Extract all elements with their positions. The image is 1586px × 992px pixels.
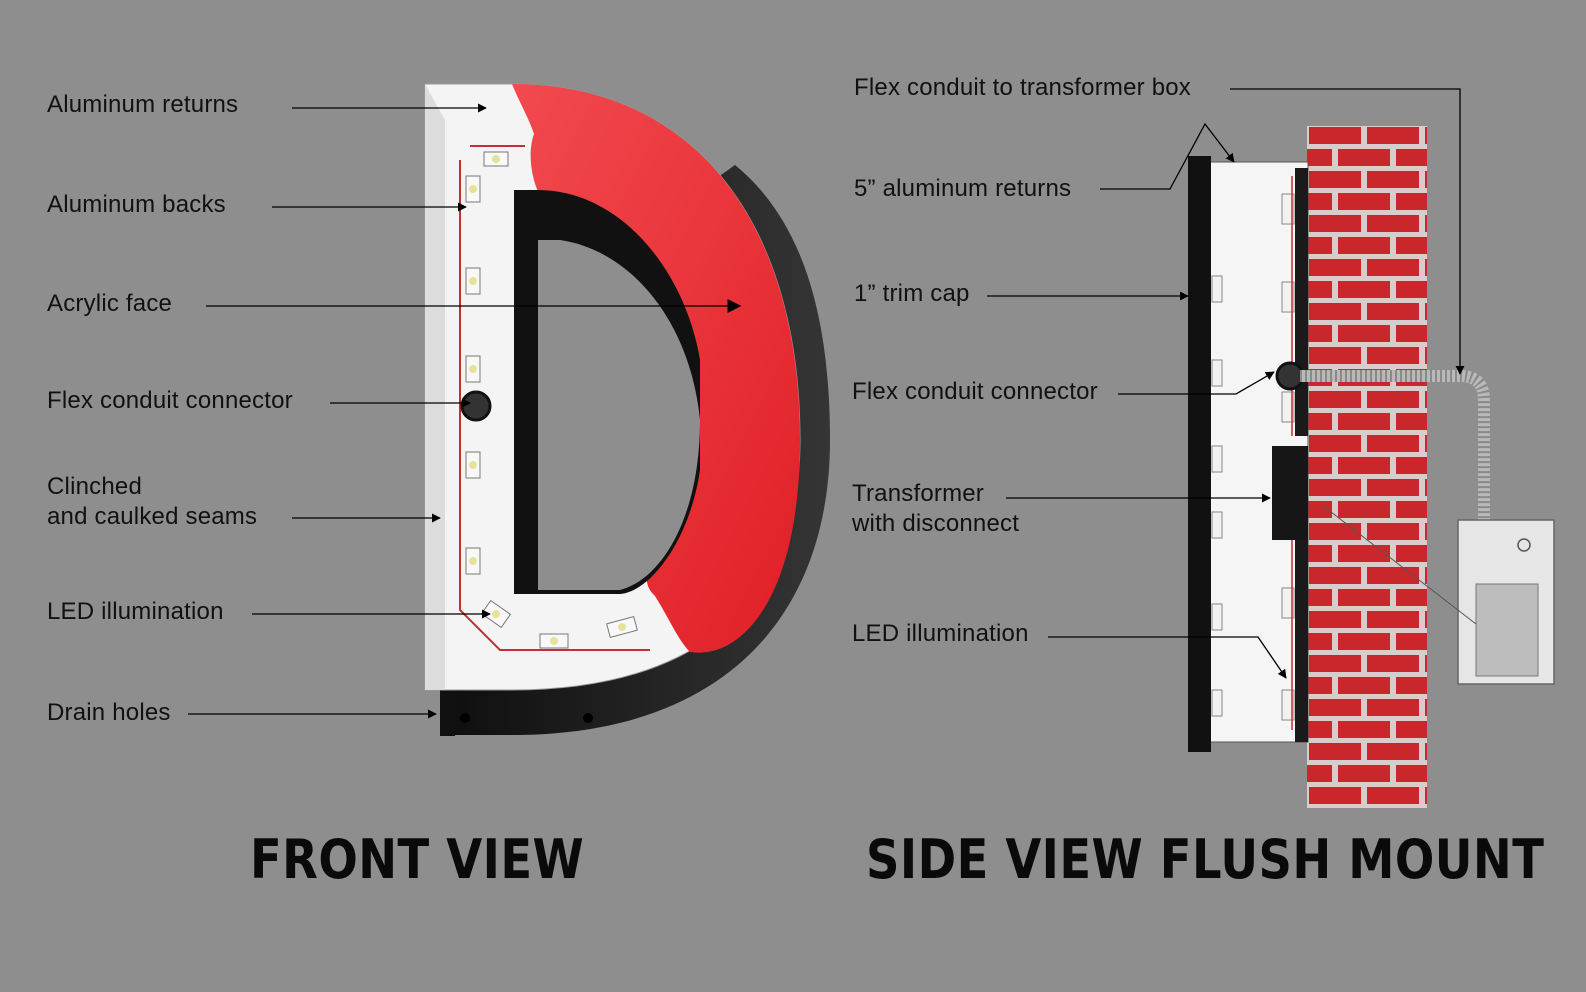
disconnect-switch-icon <box>1517 538 1531 552</box>
led-wire <box>459 145 650 651</box>
side-leader-lines <box>987 88 1465 679</box>
label-flex-conduit-to-transformer-box: Flex conduit to transformer box <box>854 74 1192 101</box>
caption-front-view: FRONT VIEW <box>250 828 585 891</box>
brick-wall <box>1307 126 1427 808</box>
label-side-flex-conduit-connector: Flex conduit connector <box>852 378 1098 405</box>
side-view-assembly <box>1188 126 1555 808</box>
leader-side-led-illumination <box>1048 636 1287 679</box>
leader-aluminum-returns-5in <box>1100 122 1235 190</box>
flex-conduit-ribs <box>1300 370 1490 520</box>
sign-back-upper <box>1295 168 1308 436</box>
label-drain-holes: Drain holes <box>47 699 171 726</box>
label-aluminum-returns: Aluminum returns <box>47 91 239 118</box>
label-clinched-line2: and caulked seams <box>47 503 258 530</box>
label-transformer-line1: Transformer <box>852 480 984 507</box>
label-trim-cap: 1” trim cap <box>854 280 970 307</box>
label-led-illumination: LED illumination <box>47 598 224 625</box>
front-leader-lines <box>188 103 742 719</box>
transformer-wire <box>1321 504 1477 625</box>
leader-flex-conduit-to-box <box>1230 88 1465 375</box>
caption-side-view: SIDE VIEW FLUSH MOUNT <box>866 828 1545 891</box>
label-aluminum-backs: Aluminum backs <box>47 191 226 218</box>
front-view-letter-d <box>424 83 830 736</box>
transformer <box>1272 446 1308 540</box>
letter-counter-hole <box>538 240 700 590</box>
leader-side-flex-conduit-connector <box>1118 371 1275 395</box>
label-clinched-line1: Clinched <box>47 473 142 500</box>
drain-hole-2 <box>583 713 593 723</box>
label-transformer-line2: with disconnect <box>852 510 1020 537</box>
trim-cap <box>1188 156 1211 752</box>
letter-return-edge <box>425 84 445 690</box>
led-modules-side <box>1211 193 1295 721</box>
acrylic-face-red <box>512 84 800 653</box>
label-acrylic-face: Acrylic face <box>47 290 173 317</box>
label-side-led-illumination: LED illumination <box>852 620 1029 647</box>
front-flex-conduit-connector <box>460 390 492 422</box>
sign-back-lower <box>1295 530 1308 742</box>
drain-hole-1 <box>460 713 470 723</box>
transformer-box-panel <box>1475 583 1539 677</box>
side-flex-conduit-connector <box>1275 361 1305 391</box>
label-flex-conduit-connector: Flex conduit connector <box>47 387 293 414</box>
letter-bottom-corner <box>440 688 455 736</box>
led-dots-front <box>469 155 626 645</box>
label-aluminum-returns-5in: 5” aluminum returns <box>854 175 1072 202</box>
